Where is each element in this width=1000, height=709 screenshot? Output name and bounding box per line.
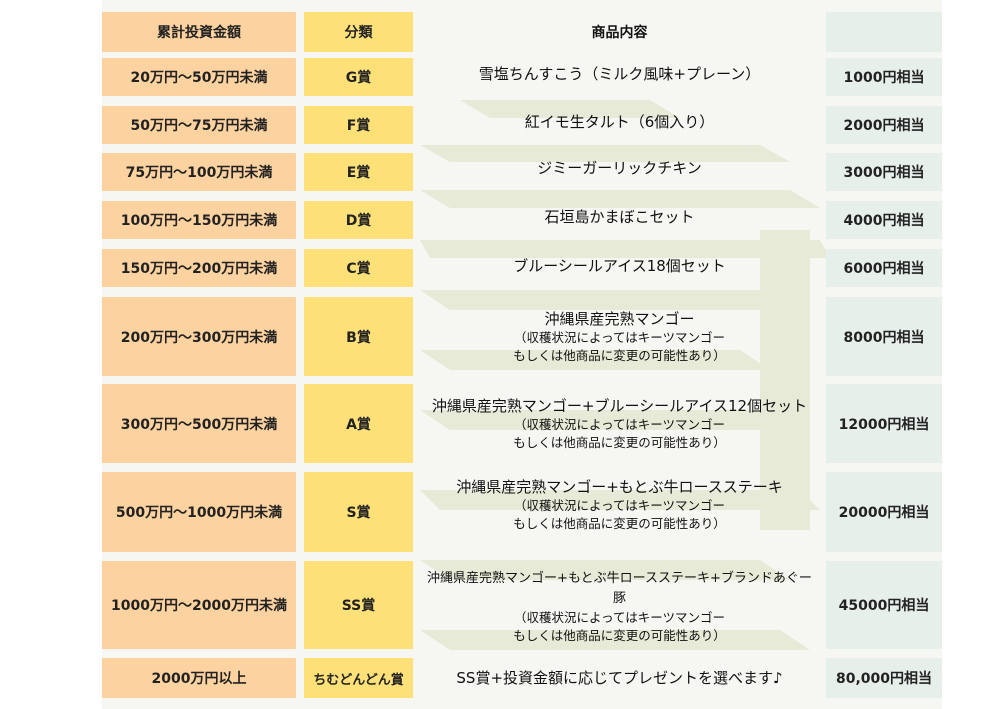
category-cell: E賞 <box>304 153 413 191</box>
value-cell: 4000円相当 <box>826 201 942 239</box>
table-row-ss: 1000万円〜2000万円未満 SS賞 沖縄県産完熟マンゴー+もとぶ牛ロースステ… <box>102 561 942 649</box>
item-name: 石垣島かまぼこセット <box>544 208 695 226</box>
item-cell: ジミーガーリックチキン <box>422 153 817 191</box>
category-cell: S賞 <box>304 472 413 552</box>
item-note-line1: （収穫状況によってはキーツマンゴー <box>513 330 725 345</box>
amount-cell: 50万円〜75万円未満 <box>102 106 296 144</box>
table-row-f: 50万円〜75万円未満 F賞 紅イモ生タルト（6個入り） 2000円相当 <box>102 106 942 144</box>
value-cell: 45000円相当 <box>826 561 942 649</box>
category-cell: A賞 <box>304 384 413 463</box>
value-cell: 20000円相当 <box>826 472 942 552</box>
item-note-line2: もしくは他商品に変更の可能性あり） <box>513 435 726 450</box>
item-note-line1: （収穫状況によってはキーツマンゴー <box>513 610 725 625</box>
item-note-line2: もしくは他商品に変更の可能性あり） <box>513 628 726 643</box>
value-cell: 1000円相当 <box>826 58 942 96</box>
category-cell: F賞 <box>304 106 413 144</box>
item-cell: 沖縄県産完熟マンゴー+ブルーシールアイス12個セット （収穫状況によってはキーツ… <box>422 384 817 463</box>
table-row-s: 500万円〜1000万円未満 S賞 沖縄県産完熟マンゴー+もとぶ牛ロースステーキ… <box>102 472 942 552</box>
category-cell: D賞 <box>304 201 413 239</box>
table-row-chimudondon: 2000万円以上 ちむどんどん賞 SS賞+投資金額に応じてプレゼントを選べます♪… <box>102 658 942 698</box>
value-cell: 6000円相当 <box>826 249 942 287</box>
item-name: ブルーシールアイス18個セット <box>513 257 726 275</box>
item-name: 雪塩ちんすこう（ミルク風味+プレーン） <box>478 65 761 83</box>
category-cell: G賞 <box>304 58 413 96</box>
header-content: 商品内容 <box>591 25 648 41</box>
table-row-b: 200万円〜300万円未満 B賞 沖縄県産完熟マンゴー （収穫状況によってはキー… <box>102 297 942 376</box>
amount-cell: 150万円〜200万円未満 <box>102 249 296 287</box>
category-cell: B賞 <box>304 297 413 376</box>
amount-cell: 200万円〜300万円未満 <box>102 297 296 376</box>
item-name: 沖縄県産完熟マンゴー+もとぶ牛ロースステーキ+ブランドあぐー豚 <box>427 571 812 606</box>
category-cell: C賞 <box>304 249 413 287</box>
watermark-graphic <box>420 100 830 650</box>
item-cell: 沖縄県産完熟マンゴー+もとぶ牛ロースステーキ+ブランドあぐー豚 （収穫状況によっ… <box>422 561 817 649</box>
table-header-row: 累計投資金額 分類 商品内容 <box>102 12 942 52</box>
value-cell: 80,000円相当 <box>826 658 942 698</box>
amount-cell: 500万円〜1000万円未満 <box>102 472 296 552</box>
amount-cell: 1000万円〜2000万円未満 <box>102 561 296 649</box>
item-note-line1: （収穫状況によってはキーツマンゴー <box>513 498 725 513</box>
category-cell: ちむどんどん賞 <box>304 658 413 698</box>
amount-cell: 75万円〜100万円未満 <box>102 153 296 191</box>
amount-cell: 2000万円以上 <box>102 658 296 698</box>
item-cell: SS賞+投資金額に応じてプレゼントを選べます♪ <box>422 658 817 698</box>
item-name: 沖縄県産完熟マンゴー+ブルーシールアイス12個セット <box>431 397 808 415</box>
value-cell: 12000円相当 <box>826 384 942 463</box>
item-note-line1: （収穫状況によってはキーツマンゴー <box>513 417 725 432</box>
header-category: 分類 <box>304 12 413 52</box>
item-name: 沖縄県産完熟マンゴー <box>544 310 695 328</box>
item-cell: 沖縄県産完熟マンゴー （収穫状況によってはキーツマンゴー もしくは他商品に変更の… <box>422 297 817 376</box>
item-note-line2: もしくは他商品に変更の可能性あり） <box>513 516 726 531</box>
item-name: ジミーガーリックチキン <box>537 159 702 177</box>
item-cell: ブルーシールアイス18個セット <box>422 249 817 287</box>
table-row-e: 75万円〜100万円未満 E賞 ジミーガーリックチキン 3000円相当 <box>102 153 942 191</box>
item-cell: 沖縄県産完熟マンゴー+もとぶ牛ロースステーキ （収穫状況によってはキーツマンゴー… <box>422 472 817 552</box>
category-cell: SS賞 <box>304 561 413 649</box>
item-name: SS賞+投資金額に応じてプレゼントを選べます♪ <box>456 669 783 687</box>
item-cell: 石垣島かまぼこセット <box>422 201 817 239</box>
value-cell: 8000円相当 <box>826 297 942 376</box>
item-name: 沖縄県産完熟マンゴー+もとぶ牛ロースステーキ <box>456 478 783 496</box>
header-amount: 累計投資金額 <box>102 12 296 52</box>
value-cell: 2000円相当 <box>826 106 942 144</box>
table-row-g: 20万円〜50万円未満 G賞 雪塩ちんすこう（ミルク風味+プレーン） 1000円… <box>102 58 942 96</box>
amount-cell: 20万円〜50万円未満 <box>102 58 296 96</box>
item-cell: 雪塩ちんすこう（ミルク風味+プレーン） <box>422 58 817 96</box>
item-name: 紅イモ生タルト（6個入り） <box>524 113 715 131</box>
item-cell: 紅イモ生タルト（6個入り） <box>422 106 817 144</box>
table-row-a: 300万円〜500万円未満 A賞 沖縄県産完熟マンゴー+ブルーシールアイス12個… <box>102 384 942 463</box>
amount-cell: 100万円〜150万円未満 <box>102 201 296 239</box>
table-row-c: 150万円〜200万円未満 C賞 ブルーシールアイス18個セット 6000円相当 <box>102 249 942 287</box>
table-row-d: 100万円〜150万円未満 D賞 石垣島かまぼこセット 4000円相当 <box>102 201 942 239</box>
value-cell: 3000円相当 <box>826 153 942 191</box>
header-value <box>826 12 942 52</box>
item-note-line2: もしくは他商品に変更の可能性あり） <box>513 348 726 363</box>
amount-cell: 300万円〜500万円未満 <box>102 384 296 463</box>
